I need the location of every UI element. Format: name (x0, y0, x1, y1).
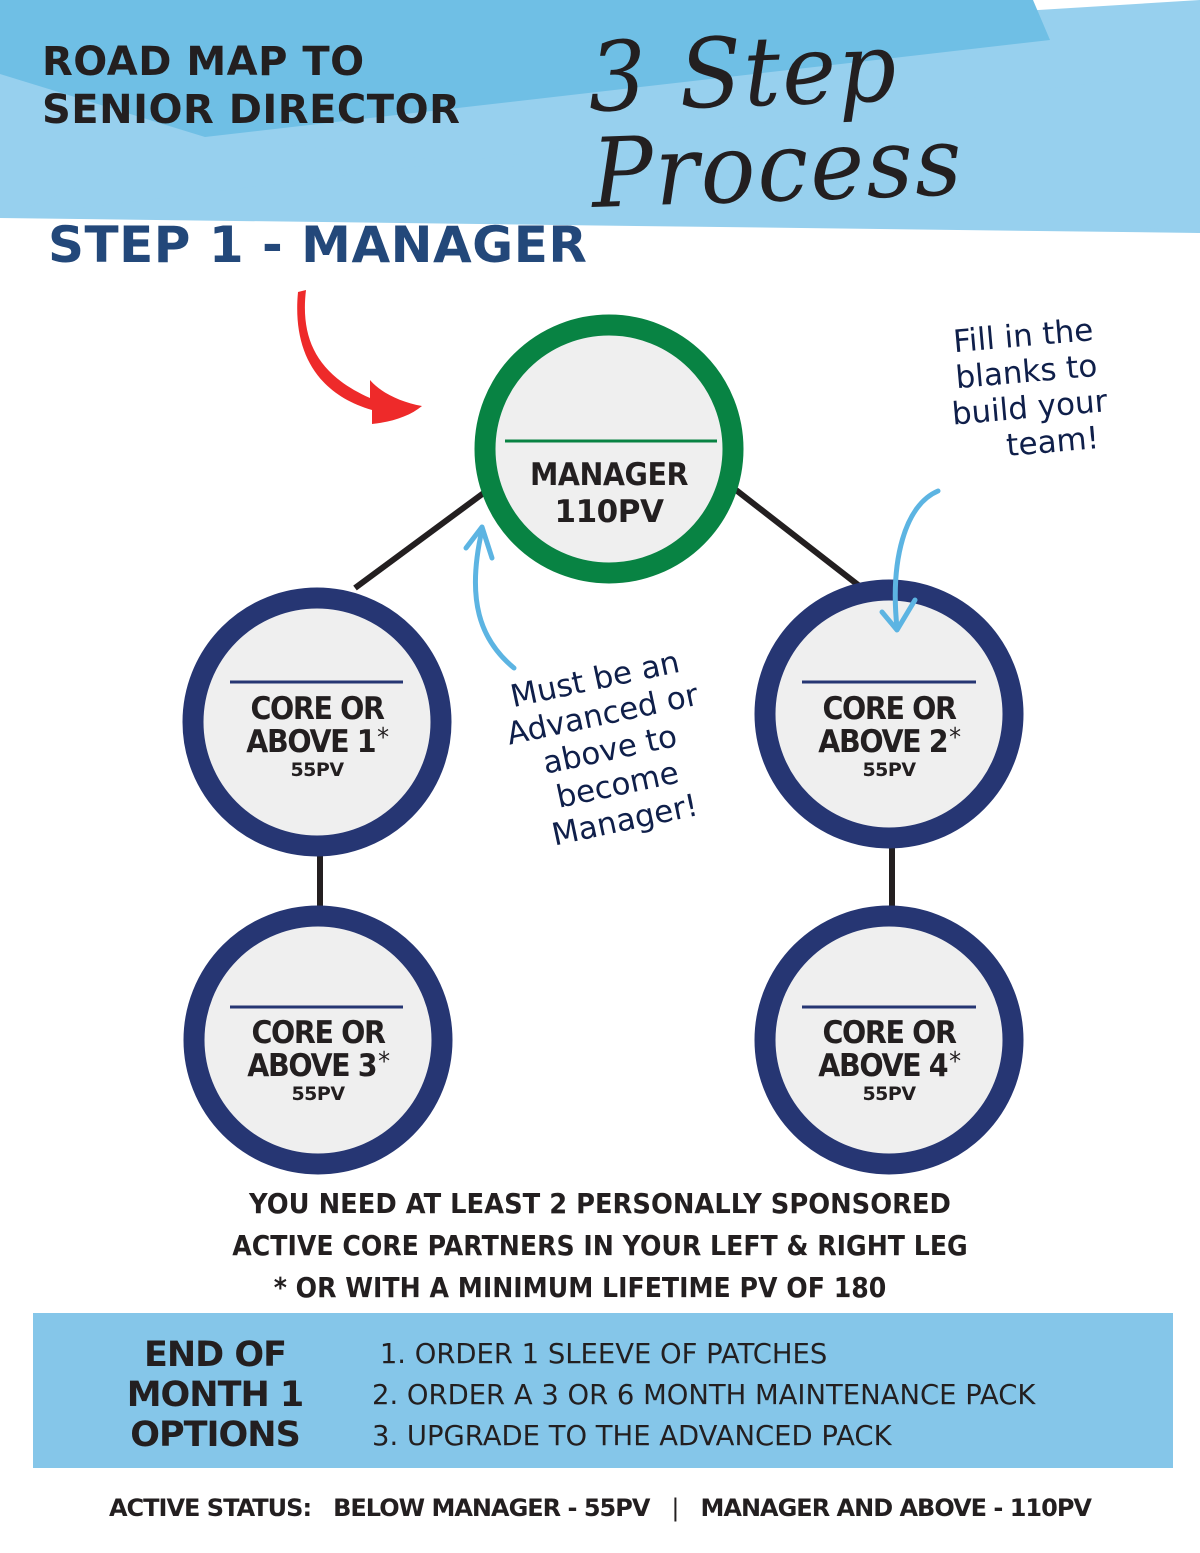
core2-circle (754, 579, 1024, 849)
manager-pv: 110PV (554, 494, 664, 530)
options-title: END OF MONTH 1 OPTIONS (100, 1335, 330, 1455)
core2-node-label: CORE OR ABOVE 2* 55PV (789, 694, 989, 780)
requirements: YOU NEED AT LEAST 2 PERSONALLY SPONSORED… (0, 1183, 1200, 1309)
core4-line2: ABOVE 4 (818, 1048, 948, 1084)
connector-manager-core2 (734, 487, 864, 591)
core3-circle (183, 905, 453, 1175)
core4-pv: 55PV (862, 1083, 916, 1105)
core1-pv: 55PV (290, 759, 344, 781)
header-dark-band (0, 0, 1050, 137)
note-fill-in-blanks: Fill in the blanks to build your team! (912, 309, 1144, 472)
script-title: 3 Step Process (586, 11, 966, 230)
callout-arrow-down-head (879, 597, 918, 633)
requirement-line-1: YOU NEED AT LEAST 2 PERSONALLY SPONSORED (249, 1187, 951, 1220)
core3-asterisk: * (378, 1047, 390, 1077)
options-title-line: MONTH 1 (126, 1375, 305, 1415)
core3-line1: CORE OR (251, 1015, 385, 1051)
core2-asterisk: * (949, 723, 961, 753)
core2-pv: 55PV (862, 759, 916, 781)
core1-line2: ABOVE 1 (246, 724, 376, 760)
callout-arrow-up-icon (472, 527, 517, 671)
manager-node-label: MANAGER 110PV (509, 460, 709, 528)
option-item: 2. ORDER A 3 OR 6 MONTH MAINTENANCE PACK (372, 1378, 1036, 1411)
manager-title: MANAGER (529, 457, 689, 493)
connector-manager-core1 (353, 489, 487, 591)
options-title-line: END OF (143, 1335, 287, 1375)
core4-asterisk: * (949, 1047, 961, 1077)
core3-line2: ABOVE 3 (247, 1048, 377, 1084)
callout-arrow-up-head (463, 524, 495, 561)
core1-asterisk: * (377, 723, 389, 753)
core4-node-label: CORE OR ABOVE 4* 55PV (789, 1018, 989, 1104)
core1-node-label: CORE OR ABOVE 1* 55PV (217, 694, 417, 780)
title-line-1: ROAD MAP TO (42, 39, 365, 85)
options-title-line: OPTIONS (130, 1415, 301, 1455)
core2-line2: ABOVE 2 (818, 724, 948, 760)
footer-right: MANAGER AND ABOVE - 110PV (700, 1494, 1092, 1522)
core3-node-label: CORE OR ABOVE 3* 55PV (218, 1018, 418, 1104)
title-line-2: SENIOR DIRECTOR (42, 87, 461, 133)
core2-line1: CORE OR (822, 691, 956, 727)
red-arrow-icon (297, 290, 422, 424)
options-box (33, 1313, 1173, 1468)
active-status-footer: ACTIVE STATUS: BELOW MANAGER - 55PV | MANA… (0, 1494, 1200, 1522)
footer-left: ACTIVE STATUS: BELOW MANAGER - 55PV (108, 1494, 650, 1522)
step-heading: STEP 1 - MANAGER (48, 216, 588, 274)
core3-pv: 55PV (291, 1083, 345, 1105)
options-list: 1. ORDER 1 SLEEVE OF PATCHES 2. ORDER A … (372, 1333, 1049, 1456)
option-item: 1. ORDER 1 SLEEVE OF PATCHES (379, 1337, 828, 1370)
footer-separator: | (671, 1494, 679, 1522)
header-light-band-lower (0, 70, 1200, 233)
callout-arrow-down-icon (892, 488, 941, 631)
core1-circle (182, 587, 452, 857)
core4-circle (754, 905, 1024, 1175)
option-item: 3. UPGRADE TO THE ADVANCED PACK (372, 1419, 892, 1452)
requirement-line-3: * OR WITH A MINIMUM LIFETIME PV OF 180 (273, 1271, 887, 1304)
requirement-line-2: ACTIVE CORE PARTNERS IN YOUR LEFT & RIGH… (232, 1229, 968, 1262)
manager-circle (474, 314, 744, 584)
core1-line1: CORE OR (250, 691, 384, 727)
core4-line1: CORE OR (822, 1015, 956, 1051)
